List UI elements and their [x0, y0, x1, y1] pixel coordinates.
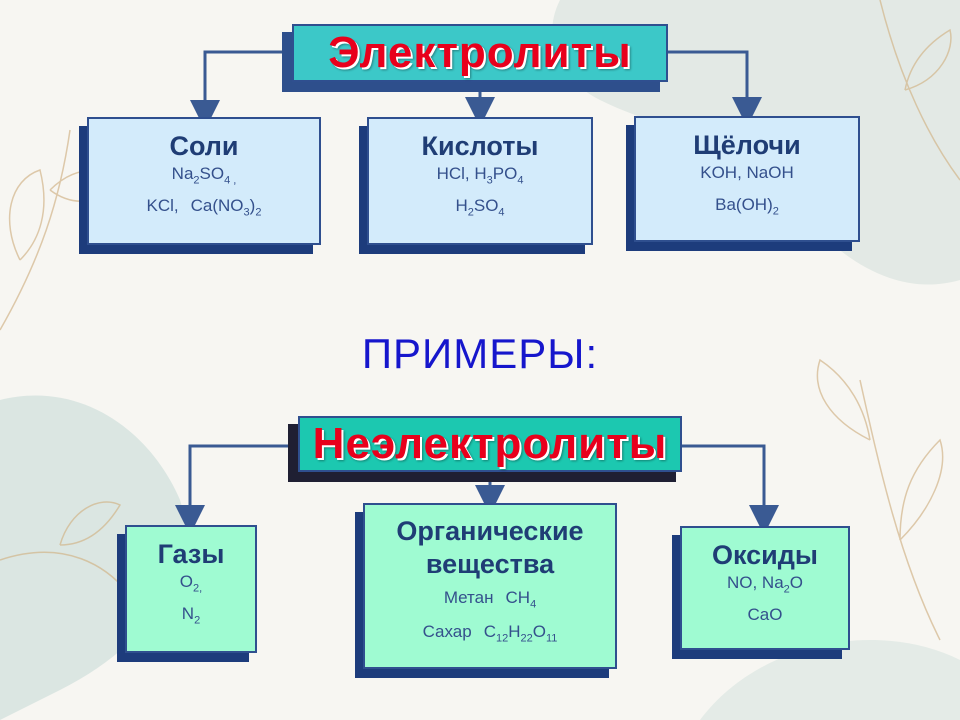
- formula-line: NO, Na2O: [682, 570, 848, 596]
- arrow-to-oksidy: [682, 444, 779, 535]
- formula-text: O: [532, 622, 546, 641]
- formula-subscript: 12: [495, 632, 509, 645]
- formula-text: Сахар: [422, 622, 472, 641]
- leaf-line-top-right: [879, 0, 960, 181]
- formula-subscript: 2,: [193, 582, 203, 595]
- formula-text: SO: [473, 196, 499, 215]
- formula-text: O: [789, 573, 804, 592]
- examples-label: ПРИМЕРЫ:: [361, 330, 599, 377]
- formula-line: Сахар C12H22O11: [365, 619, 615, 645]
- formula-text: HCl, H: [436, 164, 487, 183]
- formula-text: H: [455, 196, 468, 215]
- formula-text: Na: [171, 164, 194, 183]
- formula-subscript: 22: [520, 632, 533, 645]
- category-title-gazy: Газы: [157, 539, 225, 569]
- bg-wash-left: [0, 395, 185, 720]
- nonelectrolytes-header: Неэлектролиты: [298, 416, 682, 472]
- formula-line: O2,: [127, 569, 255, 595]
- formula-subscript: 11: [546, 632, 558, 645]
- formula-text: ): [249, 196, 256, 215]
- formula-text: Ca(NO: [190, 196, 244, 215]
- bg-wash-bottom-right: [700, 640, 960, 720]
- formula-line: Ba(OH)2: [636, 192, 858, 218]
- electrolytes-title: Электролиты: [328, 28, 632, 77]
- formula-text: C: [483, 622, 496, 641]
- nonelectrolytes-title: Неэлектролиты: [312, 419, 668, 468]
- formula-text: KCl,: [146, 196, 179, 215]
- category-box-shchelochi: Щёлочи KOH, NaOH Ba(OH)2: [634, 116, 860, 242]
- formula-line: Na2SO4 ,: [89, 161, 319, 187]
- category-title-shchelochi: Щёлочи: [693, 130, 801, 160]
- formula-subscript: 4: [517, 174, 524, 187]
- formula-text: CaO: [747, 605, 783, 624]
- formula-subscript: 2: [193, 174, 200, 187]
- formula-subscript: 4: [530, 598, 537, 611]
- category-title-oksidy: Оксиды: [712, 540, 818, 570]
- category-box-soli: Соли Na2SO4 , KCl,Ca(NO3)2: [87, 117, 321, 245]
- arrow-to-soli: [190, 50, 292, 130]
- formula-line: CaO: [682, 602, 848, 628]
- formula-text: O: [179, 572, 194, 591]
- formula-line: KCl, Ca(NO3)2: [89, 193, 319, 219]
- formula-text: N: [181, 604, 195, 623]
- arrow-to-gazy: [175, 444, 298, 535]
- category-title-kisloty: Кислоты: [421, 131, 539, 161]
- category-box-organicheskie: Органические вещества Метан CH4 Сахар C12H…: [363, 503, 617, 669]
- formula-subscript: 2: [467, 206, 474, 219]
- formula-text: Ba(OH): [715, 195, 773, 214]
- formula-subscript: 2: [772, 205, 779, 218]
- formula-text: H: [508, 622, 521, 641]
- formula-subscript: 2: [255, 206, 262, 219]
- formula-subscript: 2: [783, 583, 790, 596]
- formula-text: KOH, NaOH: [700, 163, 794, 182]
- formula-text: PO: [492, 164, 518, 183]
- formula-line: H2SO4: [369, 193, 591, 219]
- formula-subscript: 2: [194, 614, 201, 627]
- category-title-soli: Соли: [169, 131, 239, 161]
- formula-line: N2: [127, 601, 255, 627]
- electrolytes-header: Электролиты: [292, 24, 668, 82]
- formula-line: KOH, NaOH: [636, 160, 858, 186]
- formula-text: SO: [199, 164, 225, 183]
- category-box-kisloty: Кислоты HCl, H3PO4 H2SO4: [367, 117, 593, 245]
- formula-text: CH: [505, 588, 531, 607]
- formula-subscript: 3: [243, 206, 250, 219]
- leaf-line-right: [816, 358, 944, 641]
- category-title-organicheskie: Органические вещества: [396, 516, 584, 579]
- formula-line: Метан CH4: [365, 585, 615, 611]
- category-box-oksidy: Оксиды NO, Na2O CaO: [680, 526, 850, 650]
- formula-subscript: 4 ,: [224, 174, 237, 187]
- formula-text: Метан: [443, 588, 494, 607]
- formula-subscript: 3: [486, 174, 493, 187]
- formula-text: NO, Na: [726, 573, 784, 592]
- formula-subscript: 4: [498, 206, 505, 219]
- arrow-to-shchelochi: [668, 50, 762, 127]
- category-box-gazy: Газы O2, N2: [125, 525, 257, 653]
- formula-line: HCl, H3PO4: [369, 161, 591, 187]
